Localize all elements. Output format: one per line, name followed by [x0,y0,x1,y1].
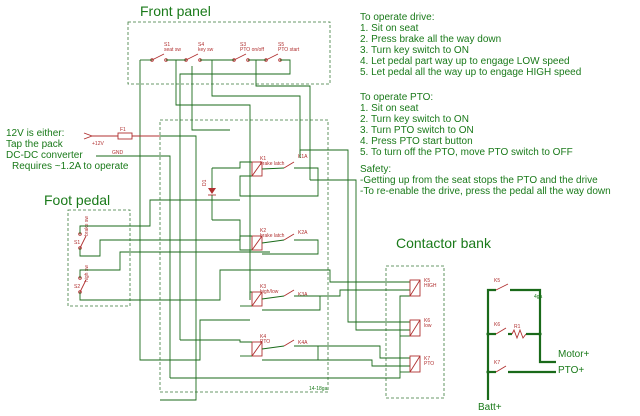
svg-text:12V is either:: 12V is either: [6,128,64,139]
svg-text:low: low [424,323,432,329]
gnd-label: GND [112,150,124,156]
safety-line: -Getting up from the seat stops the PTO … [360,175,598,186]
diode-d1: D1 [202,168,216,220]
contactor-coil-k7: K7 PTO [409,355,434,373]
pto-step: 5. To turn off the PTO, move PTO switch … [360,147,573,158]
pto-step: 1. Sit on seat [360,103,419,114]
foot-pedal-title: Foot pedal [44,192,110,208]
front-switch-pto-start: S5 PTO start [264,42,300,62]
relay-k4: K4 PTO K4A [251,334,308,357]
svg-text:high sw: high sw [84,265,90,282]
pedal-switch-high: high sw S2 [74,265,90,294]
drive-step: 1. Sit on seat [360,23,419,34]
svg-text:K1: K1 [260,156,266,162]
svg-text:S4: S4 [198,42,204,48]
svg-text:D1: D1 [202,179,208,186]
front-switch-key: S4 key sw [184,42,214,62]
pto-step: 2. Turn key switch to ON [360,114,469,125]
svg-text:PTO: PTO [260,339,270,345]
drive-step: 3. Turn key switch to ON [360,45,469,56]
relay-k2: K2 brake latch K2A [251,228,308,251]
svg-text:high/low: high/low [260,289,279,295]
drive-heading: To operate drive: [360,12,435,23]
front-panel-box [127,21,331,85]
svg-text:HIGH: HIGH [424,283,437,289]
motor-label: Motor+ [558,349,590,360]
svg-text:Requires ~1.2A to operate: Requires ~1.2A to operate [12,161,129,172]
pedal-switch-brake: brake sw S1 [74,216,90,250]
front-switch-seat: S1 seat sw [150,42,181,62]
svg-text:PTO start: PTO start [278,47,300,53]
control-wire-gauge: 14-18ga [309,386,328,392]
foot-pedal-box [67,209,131,307]
front-switch-pto-onoff: S3 PTO on/off [232,42,265,62]
svg-text:S1: S1 [74,240,80,246]
supply-note: 12V is either: Tap the pack DC-DC conver… [6,128,129,172]
safety-heading: Safety: [360,164,391,175]
svg-text:K7: K7 [424,356,430,362]
svg-text:S5: S5 [278,42,284,48]
svg-text:PTO on/off: PTO on/off [240,47,265,53]
svg-text:S3: S3 [240,42,246,48]
svg-text:K5: K5 [494,278,500,284]
relay-k3: K3 high/low K3A [251,284,308,307]
pto-step: 3. Turn PTO switch to ON [360,125,474,136]
safety-line: -To re-enable the drive, press the pedal… [360,186,611,197]
svg-text:K2: K2 [260,228,266,234]
svg-text:DC-DC converter: DC-DC converter [6,150,83,161]
svg-text:K3: K3 [260,284,266,290]
batt-label: Batt+ [478,402,502,413]
svg-text:K3A: K3A [298,292,308,298]
svg-text:K6: K6 [494,322,500,328]
drive-step: 5. Let pedal all the way up to engage HI… [360,67,581,78]
relay-board-box [159,119,329,393]
svg-text:K5: K5 [424,278,430,284]
svg-text:K2A: K2A [298,230,308,236]
svg-text:S2: S2 [74,284,80,290]
contactor-coil-k5: K5 HIGH [409,278,437,297]
plus12v-label: +12V [92,141,104,147]
svg-text:K6: K6 [424,318,430,324]
svg-text:brake latch: brake latch [260,233,285,239]
fuse-label: F1 [120,127,126,133]
svg-text:K4A: K4A [298,340,308,346]
pto-step: 4. Press PTO start button [360,136,473,147]
svg-text:K7: K7 [494,360,500,366]
contactor-coil-k6: K6 low [409,318,432,337]
pto-instructions: To operate PTO: 1. Sit on seat 2. Turn k… [360,92,573,158]
svg-text:R1: R1 [514,324,521,330]
svg-text:K4: K4 [260,334,266,340]
pto-heading: To operate PTO: [360,92,433,103]
drive-step: 2. Press brake all the way down [360,34,501,45]
front-panel-title: Front panel [140,3,211,19]
svg-text:Tap the pack: Tap the pack [6,139,64,150]
pto-output-label: PTO+ [558,365,584,376]
svg-text:K1A: K1A [298,154,308,160]
power-wiring: K5 K6 R1 K7 [486,278,556,400]
svg-text:seat sw: seat sw [164,47,181,53]
safety-notes: Safety: -Getting up from the seat stops … [360,164,611,197]
power-wire-gauge: 4ga [534,294,543,300]
svg-text:S1: S1 [164,42,170,48]
drive-step: 4. Let pedal part way up to engage LOW s… [360,56,570,67]
svg-text:PTO: PTO [424,361,434,367]
svg-text:brake latch: brake latch [260,161,285,167]
drive-instructions: To operate drive: 1. Sit on seat 2. Pres… [360,12,581,78]
contactor-bank-title: Contactor bank [396,235,492,251]
power-input: F1 +12V GND [83,127,160,157]
svg-text:key sw: key sw [198,47,214,53]
